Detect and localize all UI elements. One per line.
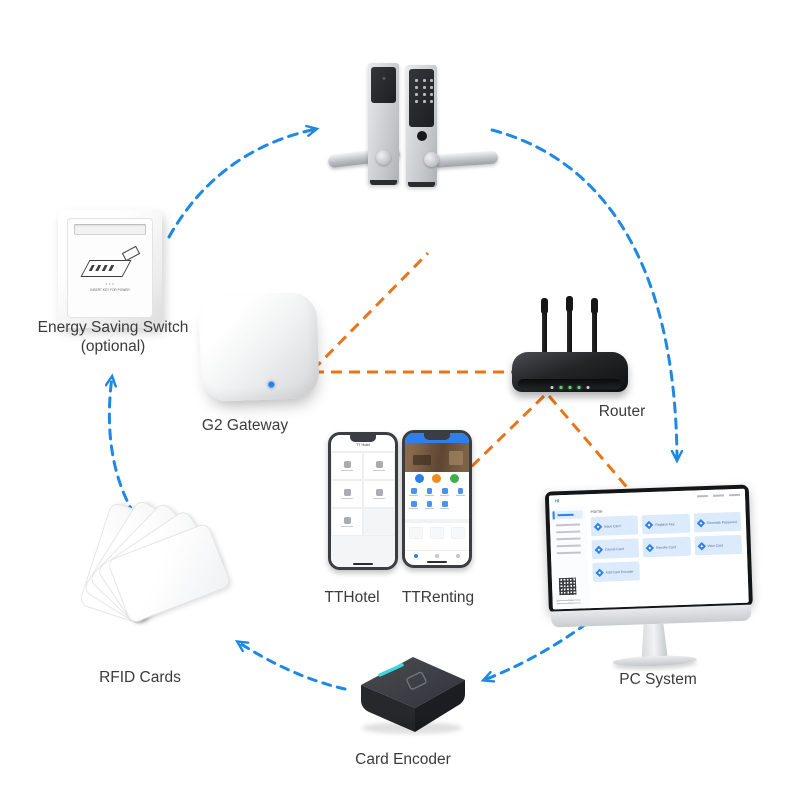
energy-saving-switch: • • • INSERT KEY FOR POWER (58, 210, 162, 328)
line-router-to-apps (464, 394, 546, 474)
software-main-area: Home Issue Card Replace Key Generate Pas… (585, 500, 749, 609)
lock-indicator-dot (382, 77, 385, 80)
gateway-led-icon (268, 381, 275, 388)
lock-base-strip (370, 180, 397, 185)
lock-back-dark-section (371, 67, 396, 103)
lock-keypad-section (409, 69, 434, 127)
switch-plate-dots: • • • (105, 282, 115, 286)
ttrenting-divider (405, 519, 469, 523)
label-card-encoder: Card Encoder (355, 751, 451, 768)
lock-knob (416, 131, 427, 141)
switch-card-graphic (80, 260, 132, 277)
tthotel-screen: TT Hotel (331, 435, 395, 567)
router-antenna (566, 296, 573, 356)
rfid-cards (79, 499, 272, 658)
label-g2-gateway: G2 Gateway (201, 417, 289, 434)
tthotel-phone: TT Hotel (328, 432, 398, 570)
g2-gateway (196, 291, 324, 406)
router (510, 296, 632, 404)
switch-plate-text: INSERT KEY FOR POWER (90, 288, 130, 292)
tthotel-menu-grid (331, 452, 395, 536)
diamond-icon (594, 545, 604, 554)
pc-system: ttl Home Issue Card Replace K (544, 478, 760, 685)
function-card-label: Add Card Encoder (605, 569, 634, 575)
label-tthotel: TTHotel (324, 589, 380, 606)
gateway-body (198, 291, 320, 403)
lock-handle-hub-right (424, 152, 439, 167)
function-card-label: Replace Key (655, 521, 675, 527)
software-sidebar (549, 506, 590, 610)
router-antenna (591, 298, 598, 358)
phone-home-indicator (353, 563, 373, 565)
encoder-box (361, 657, 465, 732)
function-card-label: Cancel Card (604, 546, 624, 552)
phone-home-indicator (427, 561, 447, 563)
monitor-bezel: ttl Home Issue Card Replace K (544, 484, 753, 614)
lock-back-panel (368, 63, 399, 185)
switch-hand-graphic (121, 245, 141, 262)
diamond-icon (645, 520, 654, 529)
ttrenting-bottom-nav (405, 550, 469, 561)
function-card-label: Generate Password (706, 519, 737, 525)
router-led-icons (550, 386, 590, 389)
tthotel-app-header: TT Hotel (331, 443, 395, 452)
router-body (512, 352, 628, 392)
diamond-icon (697, 541, 706, 550)
function-card-label: Issue Card (603, 523, 621, 529)
monitor-stand-base (612, 654, 697, 668)
router-front-strip (518, 379, 622, 389)
arrow-switch-to-lock (167, 129, 316, 239)
software-logo: ttl (555, 498, 560, 504)
card-encoder (352, 644, 472, 740)
switch-card-slot (74, 224, 146, 235)
function-card-label: Revoke Card (656, 544, 676, 550)
ttrenting-list-items (409, 527, 465, 539)
label-ttrenting: TTRenting (401, 589, 475, 606)
sidebar-item-selected (552, 510, 583, 520)
ttrenting-quick-actions (405, 474, 469, 483)
ttrenting-menu-grid (407, 488, 467, 510)
diamond-icon (645, 543, 655, 552)
encoder-led-icon (378, 663, 404, 677)
software-function-cards: Issue Card Replace Key Generate Password… (590, 511, 743, 583)
lock-front-panel (406, 65, 437, 187)
router-antenna (541, 298, 548, 358)
diamond-icon (593, 522, 603, 531)
ttrenting-room-photo (405, 443, 469, 472)
keypad-icon (415, 79, 434, 103)
label-rfid-cards: RFID Cards (99, 669, 181, 686)
lock-handle-hub-left (376, 150, 391, 165)
tthotel-bottom-area (331, 536, 395, 567)
phone-notch (350, 435, 376, 442)
phone-notch (424, 433, 450, 440)
encoder-shadow (362, 722, 462, 734)
ttrenting-phone (402, 430, 472, 568)
smart-door-lock (327, 55, 499, 195)
diamond-icon (595, 568, 604, 577)
function-card-label: View Card (707, 543, 724, 548)
qr-code-icon (558, 577, 577, 596)
software-topmenu (697, 493, 741, 498)
lock-base-strip (408, 182, 435, 187)
encoder-card-logo-icon (406, 671, 427, 690)
monitor-screen: ttl Home Issue Card Replace K (548, 488, 749, 610)
switch-inner-plate: • • • INSERT KEY FOR POWER (67, 218, 153, 318)
diamond-icon (696, 518, 705, 528)
label-energy-saving-switch: Energy Saving Switch (optional) (37, 319, 189, 356)
line-gateway-to-lock (311, 251, 430, 372)
qr-caption-lines (556, 597, 581, 605)
monitor-stand-neck (640, 624, 667, 659)
ttrenting-screen (405, 433, 469, 565)
label-router: Router (598, 403, 646, 420)
label-pc-system: PC System (619, 671, 697, 688)
